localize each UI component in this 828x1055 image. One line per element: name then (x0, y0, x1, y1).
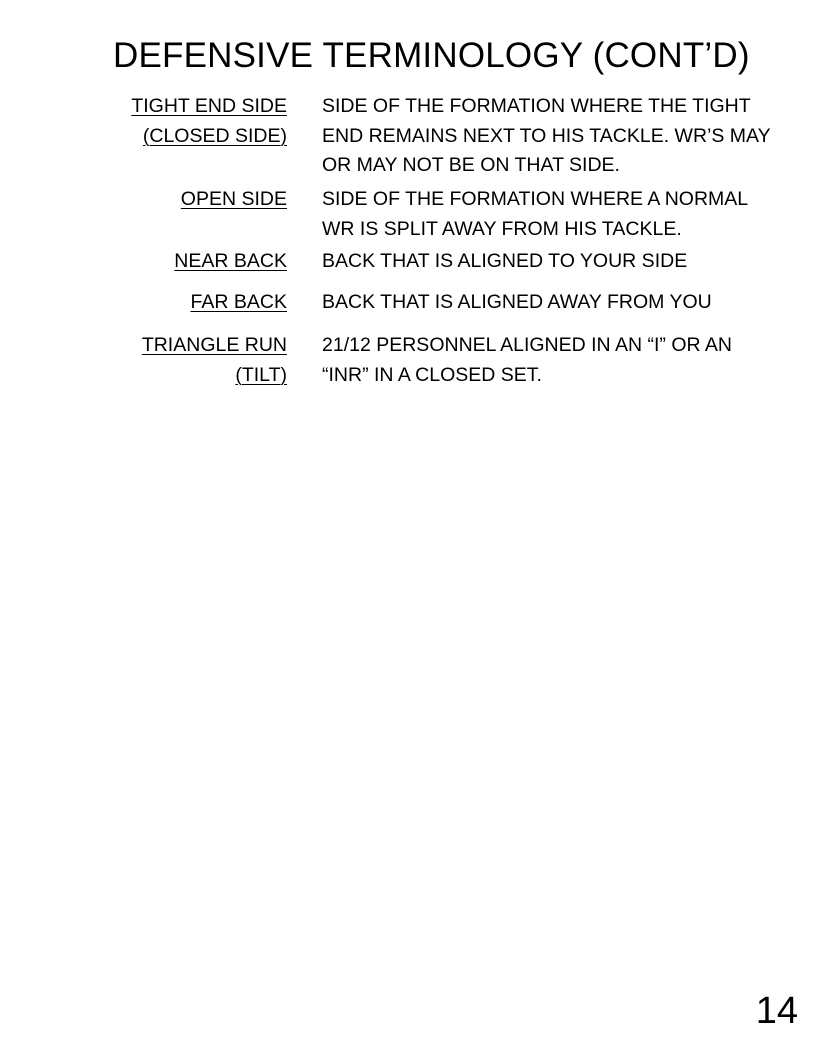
term-name: NEAR BACK (174, 250, 287, 272)
terminology-list: TIGHT END SIDE (CLOSED SIDE) SIDE OF THE… (100, 92, 800, 391)
page-title: DEFENSIVE TERMINOLOGY (CONT’D) (113, 36, 750, 75)
term-definition: SIDE OF THE FORMATION WHERE THE TIGHT EN… (322, 95, 771, 176)
term-definition: 21/12 PERSONNEL ALIGNED IN AN “I” OR AN … (322, 334, 732, 386)
term-name: OPEN SIDE (180, 188, 287, 210)
term-row-triangle-run: TRIANGLE RUN (TILT) 21/12 PERSONNEL ALIG… (100, 331, 800, 391)
term-definition: SIDE OF THE FORMATION WHERE A NORMAL WR … (322, 188, 749, 240)
term-row-near-back: NEAR BACK BACK THAT IS ALIGNED TO YOUR S… (100, 247, 800, 288)
term-row-tight-end-side: TIGHT END SIDE (CLOSED SIDE) SIDE OF THE… (100, 92, 800, 185)
page-number: 14 (755, 990, 798, 1032)
term-name: FAR BACK (190, 291, 287, 313)
term-name: TIGHT END SIDE (CLOSED SIDE) (131, 95, 287, 147)
term-definition: BACK THAT IS ALIGNED TO YOUR SIDE (322, 250, 688, 272)
term-row-open-side: OPEN SIDE SIDE OF THE FORMATION WHERE A … (100, 185, 800, 247)
term-row-far-back: FAR BACK BACK THAT IS ALIGNED AWAY FROM … (100, 288, 800, 331)
term-definition: BACK THAT IS ALIGNED AWAY FROM YOU (322, 291, 712, 313)
term-name: TRIANGLE RUN (TILT) (141, 334, 287, 386)
